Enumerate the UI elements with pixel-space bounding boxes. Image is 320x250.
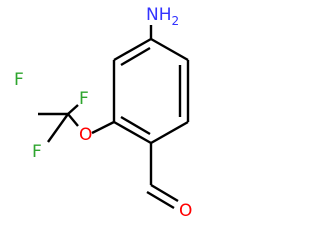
ring-bond-c2-c3: [150, 120, 189, 145]
aldehyde-double-bond-b: [146, 190, 175, 210]
ring-bond-c5-c6: [113, 37, 152, 62]
amine-label: NH2: [146, 5, 179, 28]
bond-carbon-to-f-bottom: [47, 113, 69, 143]
structure-canvas: NH2 O O F F F: [14, 5, 192, 221]
aldehyde-oxygen-label: O: [179, 201, 192, 221]
amine-nh-text: NH: [146, 5, 172, 25]
fluorine-left-label: F: [14, 70, 24, 90]
aldehyde-double-bond-a: [150, 183, 179, 203]
bond-ring-to-ether-oxygen: [91, 120, 115, 135]
fluorine-bottom-label: F: [32, 142, 42, 162]
bond-oxygen-to-cf3-carbon: [67, 113, 79, 127]
bond-carbon-to-f-top: [67, 104, 79, 115]
fluorine-top-label: F: [79, 89, 89, 109]
amine-subscript: 2: [172, 14, 180, 28]
ether-oxygen-label: O: [79, 125, 92, 145]
ring-bond-c5-c6-inner: [120, 46, 151, 67]
ring-bond-c6-c1: [150, 37, 189, 62]
molecule-structure: NH2 O O F F F: [14, 5, 192, 221]
ring-bond-c3-c4: [113, 120, 152, 145]
ring-bond-c3-c4-inner: [120, 115, 151, 136]
